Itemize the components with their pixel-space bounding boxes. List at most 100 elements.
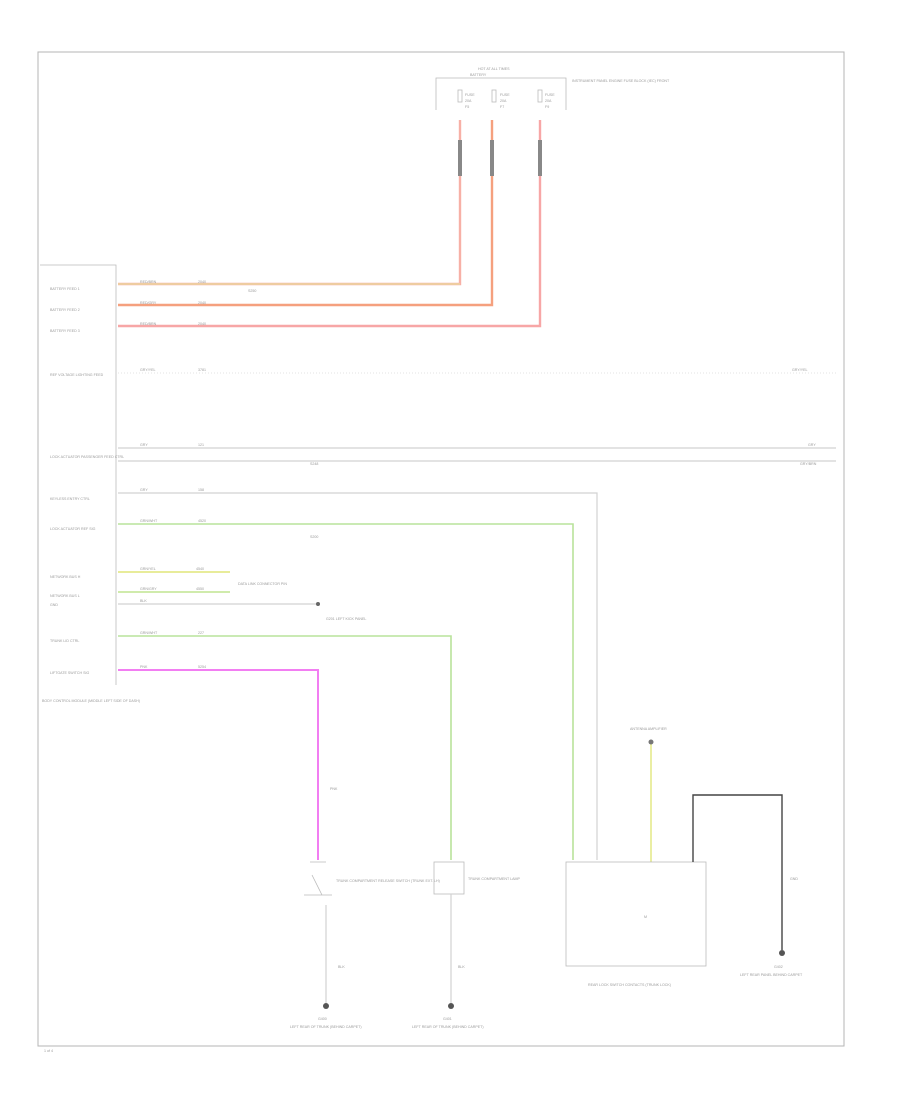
rear-lock-module: ANTENNA AMPLIFIER M REAR LOCK SWITCH CON… — [565, 727, 803, 987]
fuse-2-label: FUSE — [500, 93, 510, 97]
wire-end-label: GRY/YEL — [792, 368, 808, 372]
fuse-block: HOT AT ALL TIMES BATTERY INSTRUMENT PANE… — [435, 67, 670, 110]
wire-num: 4550 — [196, 587, 204, 591]
connector-marker — [490, 140, 494, 176]
antenna-symbol — [648, 739, 654, 745]
fuse-block-sub: BATTERY — [470, 73, 487, 77]
feed-wire-1 — [118, 120, 462, 286]
trunk-light-name: TRUNK COMPARTMENT LAMP — [468, 877, 521, 881]
connector-marker — [538, 140, 542, 176]
fuse-block-desc: INSTRUMENT PANEL ENGINE FUSE BLOCK (IEC)… — [572, 79, 670, 83]
signal-wires: GRY/YEL 3781 GRY/YEL GRY 121 GRY GRY/BRN… — [118, 368, 836, 860]
wire-num: 121 — [198, 443, 204, 447]
pin-label-4: REF VOLTAGE LIGHTING FEED — [50, 373, 104, 377]
ground-g401 — [448, 1003, 454, 1009]
ground-g401-id: G401 — [443, 1017, 452, 1021]
splice-label: S248 — [310, 462, 318, 466]
wire-code: GRY — [140, 488, 148, 492]
trunk-lid-wire — [118, 635, 452, 860]
wire-num: 227 — [198, 631, 204, 635]
fuse-1-icon — [457, 89, 463, 103]
wire-end-label: GRY/BRN — [800, 462, 817, 466]
pin-label-10: GND — [50, 603, 58, 607]
wire-code: GRN/WHT — [140, 519, 158, 523]
wire-code: GRN/GRY — [140, 587, 157, 591]
wire-code: BLK — [140, 599, 147, 603]
splice-label: S250 — [248, 289, 256, 293]
fuse-block-outline — [435, 77, 567, 110]
feed-wire-3 — [118, 120, 542, 328]
module-name: BODY CONTROL MODULE (MIDDLE LEFT SIDE OF… — [42, 699, 140, 703]
wire-num: 3781 — [198, 368, 206, 372]
wire-num: 2040 — [198, 280, 206, 284]
diagram-frame — [37, 51, 845, 1047]
keyless-wire — [118, 492, 598, 860]
rear-ground-strap — [692, 794, 783, 950]
fuse-3-icon — [537, 89, 543, 103]
body-control-module: BATTERY FEED 1 BATTERY FEED 2 BATTERY FE… — [40, 264, 140, 703]
wire-code: PNK — [140, 665, 148, 669]
lamp-wire-label: BLK — [458, 965, 465, 969]
wire-code-labels: RED/BRN 2040 RED/GRY 2040 RED/BRN 2040 S… — [140, 280, 256, 326]
rear-module-name: REAR LOCK SWITCH CONTACTS (TRUNK LOCK) — [588, 983, 671, 987]
fuse-3-rating: 20A — [545, 99, 552, 103]
ground-g400-id: G400 — [318, 1017, 327, 1021]
wire-code: GRY — [140, 443, 148, 447]
pin-label-7: LOCK ACTUATOR REF SIG — [50, 527, 96, 531]
rear-module-inner: M — [644, 915, 647, 919]
fuse-1-label: FUSE — [465, 93, 475, 97]
wire-code: GRY/YEL — [140, 368, 156, 372]
pin-label-6: KEYLESS ENTRY CTRL — [50, 497, 90, 501]
feed-wire-2 — [118, 120, 494, 307]
pin-label-3: BATTERY FEED 3 — [50, 329, 80, 333]
liftgate-wire — [118, 669, 319, 860]
wire-end-label: GRY — [808, 443, 816, 447]
wire-num: 4520 — [198, 519, 206, 523]
wire-code: GRN/WHT — [140, 631, 158, 635]
splice-label: S200 — [310, 535, 318, 539]
wire-code: RED/BRN — [140, 322, 157, 326]
battery-feed-wires — [118, 120, 542, 328]
module-outline — [40, 264, 117, 685]
fuse-1-num: F5 — [465, 105, 469, 109]
pin-label-12: LIFTGATE SWITCH SIG — [50, 671, 89, 675]
pin-label-8: NETWORK BUS H — [50, 575, 81, 579]
wire-num: 5254 — [198, 665, 206, 669]
lamp-outline — [433, 861, 465, 895]
fuse-block-title: HOT AT ALL TIMES — [478, 67, 510, 71]
wire-num: 2040 — [198, 301, 206, 305]
wire-num: 4540 — [196, 567, 204, 571]
pin-label-5: LOCK ACTUATOR PASSENGER FEED CTRL — [50, 455, 124, 459]
fuse-2-rating: 20A — [500, 99, 507, 103]
ground-g402-id: G402 — [774, 965, 783, 969]
pin-label-11: TRUNK LID CTRL — [50, 639, 79, 643]
pin-label-1: BATTERY FEED 1 — [50, 287, 80, 291]
ground-g402 — [779, 950, 785, 956]
pin-label-9: NETWORK BUS L — [50, 594, 80, 598]
ground-g402-desc: LEFT REAR PANEL BEHIND CARPET — [740, 973, 803, 977]
fuse-3-num: F9 — [545, 105, 549, 109]
wire-code: RED/GRY — [140, 301, 157, 305]
switch-outline — [304, 861, 332, 896]
fuse-1-rating: 20A — [465, 99, 472, 103]
wire-num: 158 — [198, 488, 204, 492]
ground-g400-desc: LEFT REAR OF TRUNK (BEHIND CARPET) — [290, 1025, 362, 1029]
wire-code: RED/BRN — [140, 280, 157, 284]
connector-label: DATA LINK CONNECTOR PIN — [238, 582, 287, 586]
ground-dot-g201 — [316, 602, 320, 606]
antenna-label: ANTENNA AMPLIFIER — [630, 727, 667, 731]
wire-code: GRN/YEL — [140, 567, 156, 571]
page-footer: 1 of 4 — [44, 1049, 53, 1053]
pin-label-2: BATTERY FEED 2 — [50, 308, 80, 312]
rear-module-outline — [565, 861, 707, 967]
switch-wire-label: BLK — [338, 965, 345, 969]
ground-g400 — [323, 1003, 329, 1009]
wire-num: 2040 — [198, 322, 206, 326]
fuse-2-icon — [491, 89, 497, 103]
trunk-switch-name: TRUNK COMPARTMENT RELEASE SWITCH (TRUNK … — [336, 879, 440, 883]
connector-marker — [458, 140, 462, 176]
trunk-release-switch: TRUNK COMPARTMENT RELEASE SWITCH (TRUNK … — [290, 861, 440, 1029]
wire-label-pnk: PNK — [330, 787, 338, 791]
lock-ref-wire — [118, 523, 574, 860]
